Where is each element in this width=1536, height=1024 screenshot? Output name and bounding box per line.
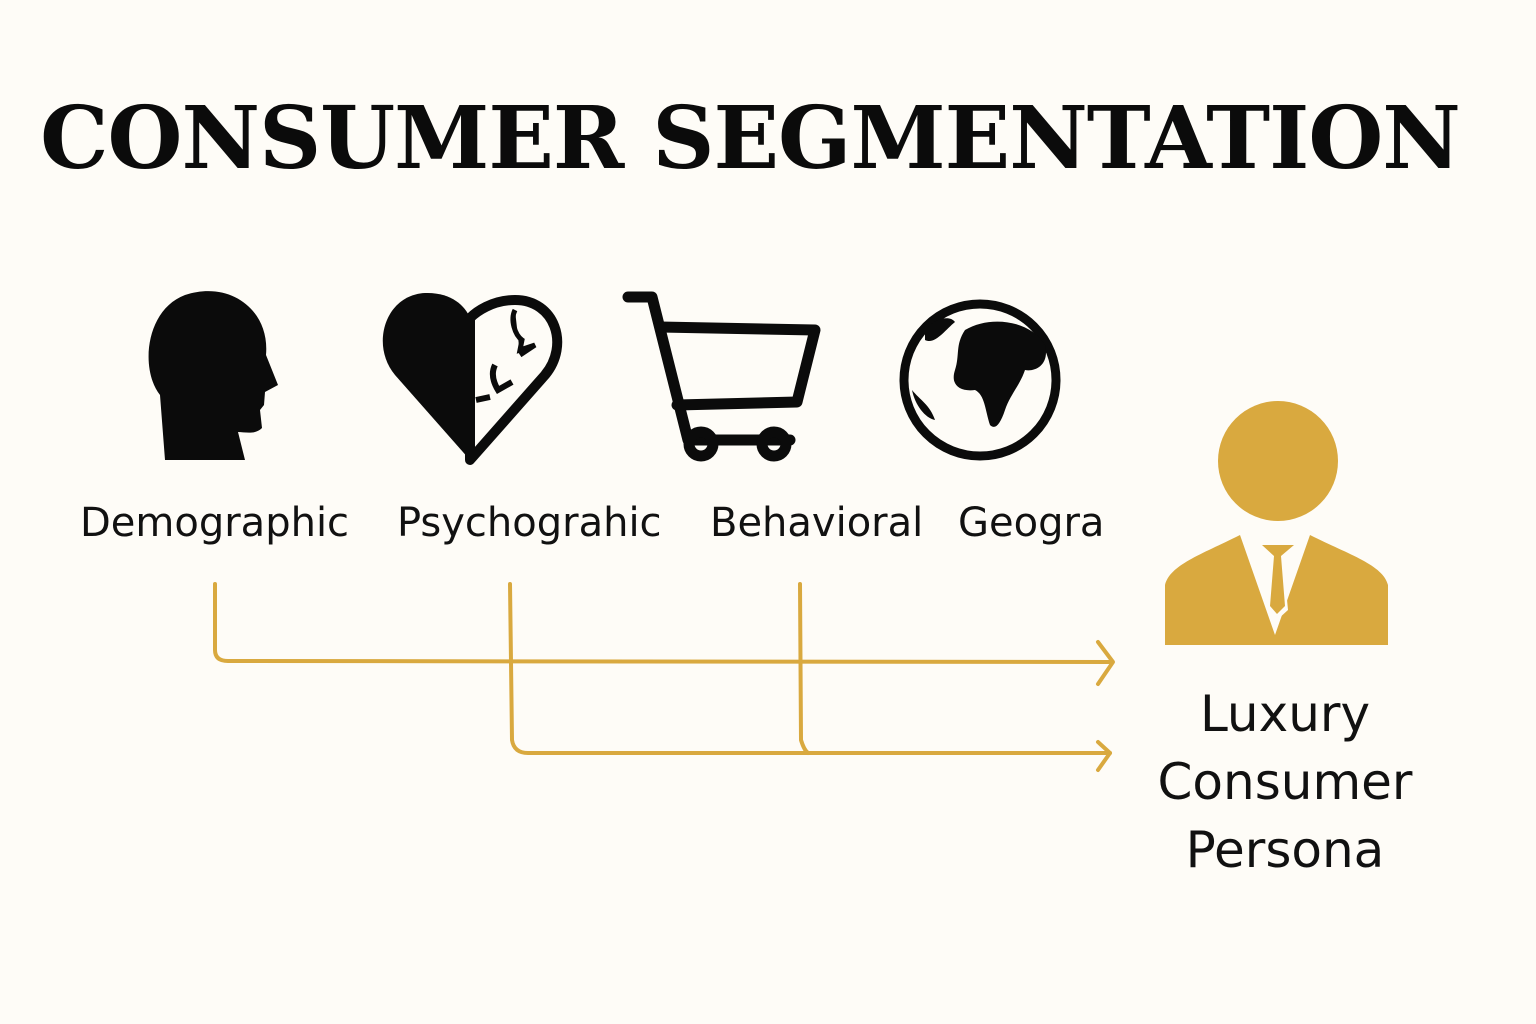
persona-label: Luxury Consumer Persona — [1130, 680, 1440, 884]
globe-icon — [899, 299, 1061, 461]
head-profile-icon — [148, 291, 278, 460]
flow-connectors — [213, 582, 1115, 772]
segment-label-demographic: Demographic — [80, 500, 350, 546]
page-title: CONSUMER SEGMENTATION — [40, 88, 1461, 189]
shopping-cart-icon — [622, 291, 821, 462]
segment-label-geographic: Geogra — [958, 500, 1105, 546]
heart-icon — [382, 292, 563, 465]
persona-line: Persona — [1185, 821, 1385, 879]
businessman-icon — [1165, 401, 1388, 645]
persona-line: Consumer — [1157, 753, 1413, 811]
segment-label-psychographic: Psychograhic — [397, 500, 662, 546]
segment-label-behavioral: Behavioral — [710, 500, 924, 546]
persona-line: Luxury — [1199, 685, 1371, 743]
